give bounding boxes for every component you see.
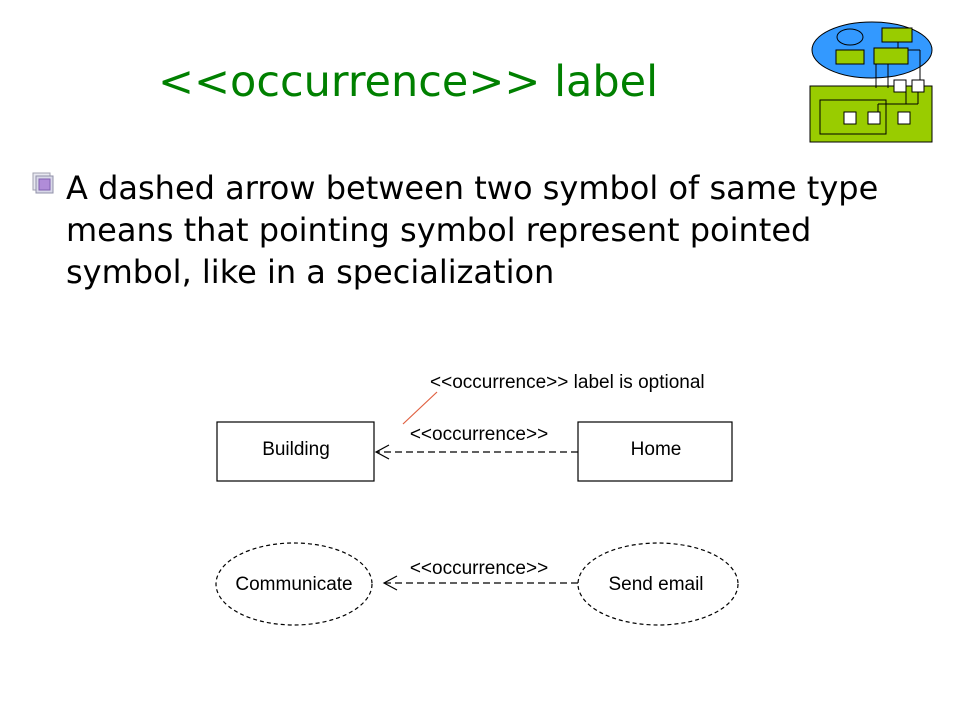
send-email-label: Send email — [608, 574, 703, 595]
bullet-text: A dashed arrow between two symbol of sam… — [66, 169, 879, 291]
annotation-leader-line — [402, 391, 438, 425]
building-label: Building — [262, 439, 330, 460]
uml-architecture-logo-icon — [809, 21, 933, 143]
slide-bullet-icon — [32, 172, 54, 194]
communicate-use-case — [215, 542, 373, 626]
home-box — [577, 421, 733, 482]
communicate-label: Communicate — [235, 574, 352, 595]
building-box — [216, 421, 375, 482]
bottom-arrowhead — [382, 575, 398, 591]
top-arrowhead — [374, 444, 390, 460]
bottom-occurrence-label: <<occurrence>> — [410, 558, 548, 579]
home-label: Home — [631, 439, 682, 460]
slide-title: <<occurrence>> label — [158, 57, 659, 107]
send-email-use-case — [577, 542, 739, 626]
top-occurrence-label: <<occurrence>> — [410, 424, 548, 445]
optional-label-annotation: <<occurrence>> label is optional — [430, 372, 705, 393]
